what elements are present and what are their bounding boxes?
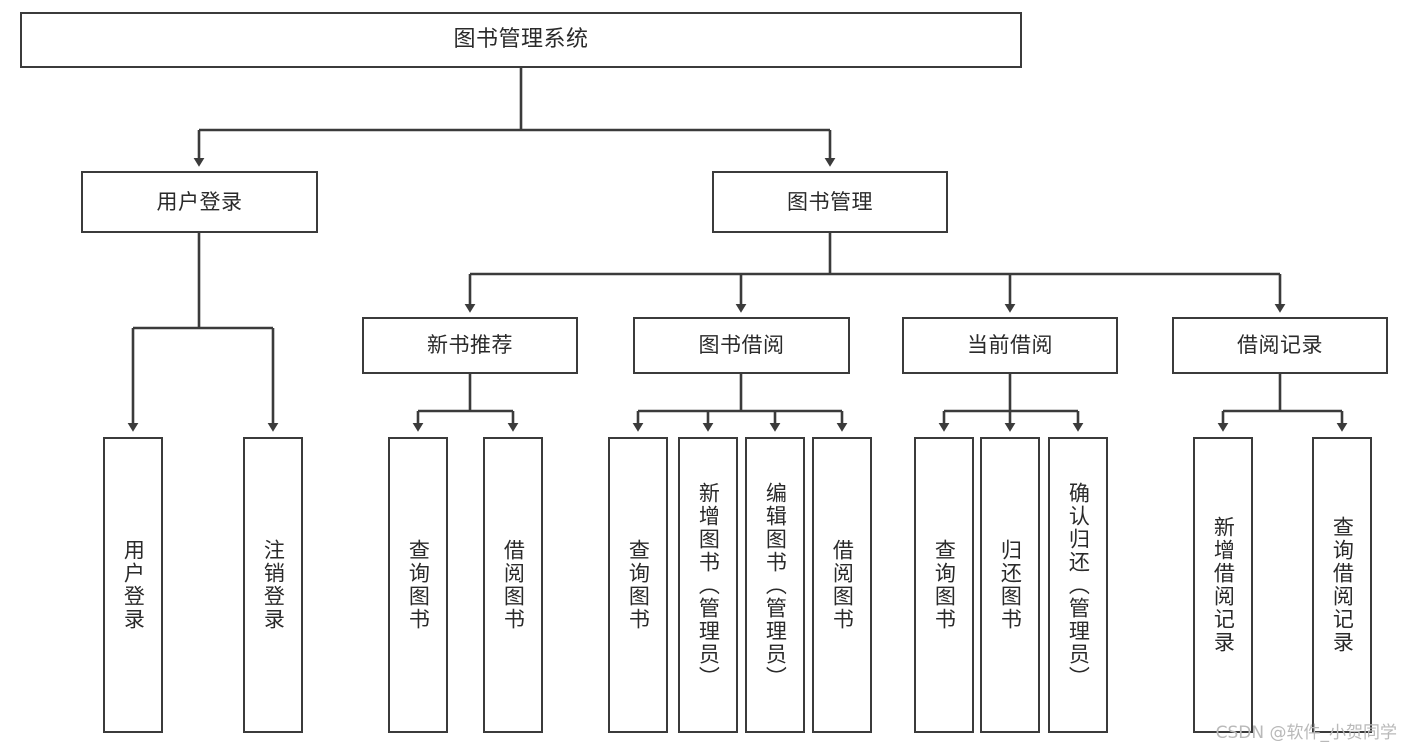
node-leaf-borrow-book-2[interactable]: 借阅图书: [812, 437, 872, 733]
node-label: 图书管理: [787, 189, 873, 214]
node-label: 图书借阅: [698, 333, 785, 358]
node-label: 新增借阅记录: [1211, 516, 1236, 654]
node-label: 新书推荐: [427, 333, 513, 358]
node-book-borrow[interactable]: 图书借阅: [633, 317, 850, 374]
node-leaf-add-borrow-record[interactable]: 新增借阅记录: [1193, 437, 1253, 733]
node-label: 图书管理系统: [453, 27, 589, 53]
node-label: 查询图书: [626, 539, 651, 631]
node-label: 当前借阅: [967, 333, 1053, 358]
node-leaf-borrow-book-1[interactable]: 借阅图书: [483, 437, 543, 733]
node-label: 查询图书: [932, 539, 957, 631]
node-label: 借阅图书: [501, 539, 526, 631]
node-label: 用户登录: [121, 539, 146, 631]
node-leaf-user-login[interactable]: 用户登录: [103, 437, 163, 733]
node-leaf-query-borrow-record[interactable]: 查询借阅记录: [1312, 437, 1372, 733]
node-book-manage[interactable]: 图书管理: [712, 171, 948, 233]
node-borrow-record[interactable]: 借阅记录: [1172, 317, 1388, 374]
node-label: 借阅图书: [830, 539, 855, 631]
node-label: 查询借阅记录: [1330, 516, 1355, 654]
node-leaf-add-book[interactable]: 新增图书（管理员）: [678, 437, 738, 733]
node-leaf-query-book-3[interactable]: 查询图书: [914, 437, 974, 733]
node-label: 查询图书: [406, 539, 431, 631]
node-leaf-query-book-1[interactable]: 查询图书: [388, 437, 448, 733]
node-leaf-return-book[interactable]: 归还图书: [980, 437, 1040, 733]
node-leaf-logout-login[interactable]: 注销登录: [243, 437, 303, 733]
node-label: 借阅记录: [1237, 333, 1323, 358]
node-label: 新增图书（管理员）: [696, 481, 721, 689]
node-label: 注销登录: [261, 539, 286, 631]
node-leaf-edit-book[interactable]: 编辑图书（管理员）: [745, 437, 805, 733]
node-current-borrow[interactable]: 当前借阅: [902, 317, 1118, 374]
node-new-book-recommend[interactable]: 新书推荐: [362, 317, 578, 374]
watermark: CSDN @软件_小贺同学: [1215, 723, 1397, 743]
node-leaf-confirm-return[interactable]: 确认归还（管理员）: [1048, 437, 1108, 733]
node-user-login[interactable]: 用户登录: [81, 171, 318, 233]
node-root-system[interactable]: 图书管理系统: [20, 12, 1022, 68]
node-leaf-query-book-2[interactable]: 查询图书: [608, 437, 668, 733]
node-label: 确认归还（管理员）: [1066, 481, 1091, 689]
node-label: 用户登录: [156, 189, 243, 214]
node-label: 归还图书: [998, 539, 1023, 631]
node-label: 编辑图书（管理员）: [763, 481, 788, 689]
